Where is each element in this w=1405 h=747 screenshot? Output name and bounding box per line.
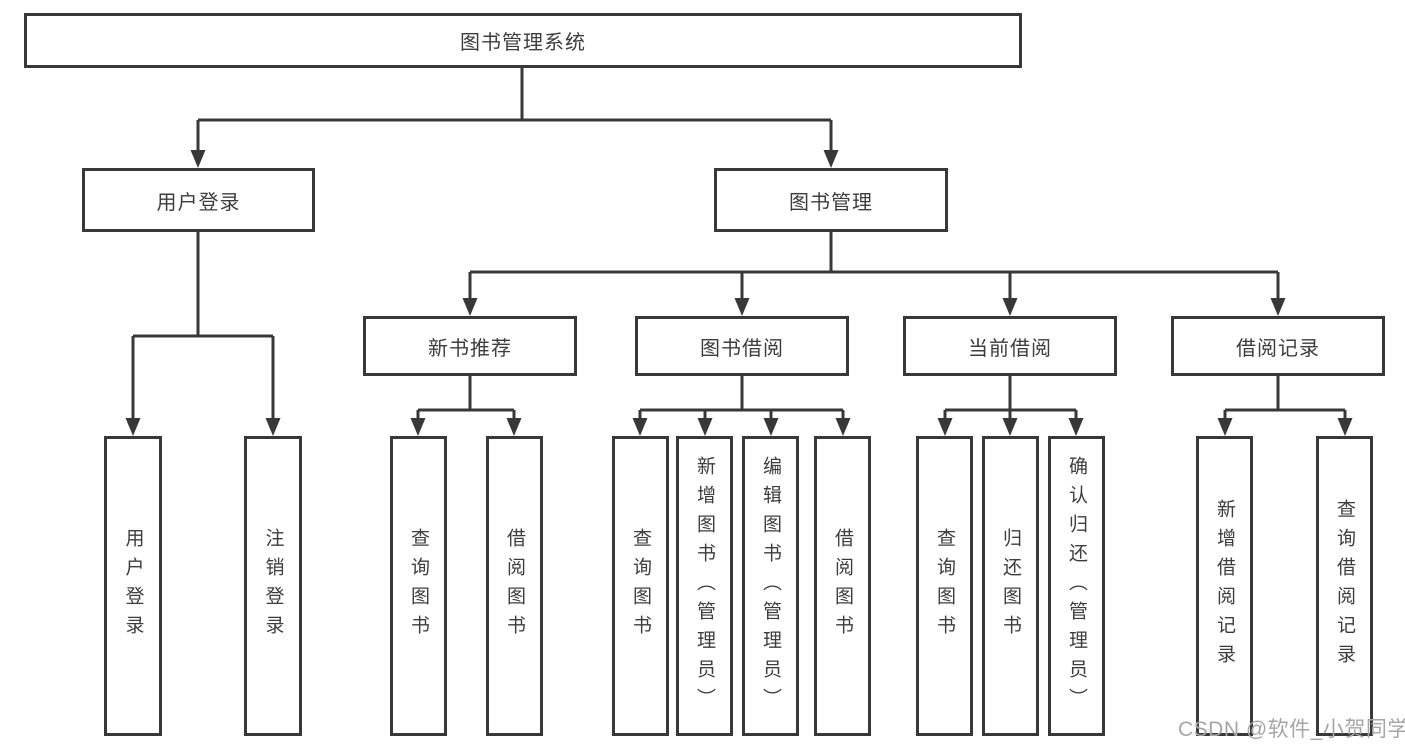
arrowhead-icon xyxy=(410,418,426,436)
node-current-borrowing: 当前借阅 xyxy=(903,316,1117,376)
leaf-borrow-books-borrow: 借阅图书 xyxy=(814,436,871,736)
arrowhead-icon xyxy=(835,418,851,436)
leaf-logout-login: 注销登录 xyxy=(244,436,302,736)
leaf-query-books-borrow: 查询图书 xyxy=(612,436,669,736)
node-book-borrowing: 图书借阅 xyxy=(635,316,849,376)
node-borrowing-records: 借阅记录 xyxy=(1171,316,1385,376)
arrowhead-icon xyxy=(1337,418,1353,436)
arrowhead-icon xyxy=(506,418,522,436)
arrowhead-icon xyxy=(190,150,206,168)
arrowhead-icon xyxy=(697,418,713,436)
arrowhead-icon xyxy=(1270,298,1286,316)
arrowhead-icon xyxy=(1217,418,1233,436)
leaf-confirm-return-admin: 确认归还（管理员） xyxy=(1048,436,1105,736)
leaf-borrow-books-recommend: 借阅图书 xyxy=(486,436,543,736)
arrowhead-icon xyxy=(265,418,281,436)
node-library-management-system: 图书管理系统 xyxy=(24,13,1022,68)
leaf-query-books-current: 查询图书 xyxy=(916,436,973,736)
arrowhead-icon xyxy=(1002,418,1018,436)
arrowhead-icon xyxy=(763,418,779,436)
arrowhead-icon xyxy=(823,150,839,168)
node-user-login: 用户登录 xyxy=(82,168,315,232)
arrowhead-icon xyxy=(462,298,478,316)
arrowhead-icon xyxy=(734,298,750,316)
node-new-book-recommendation: 新书推荐 xyxy=(363,316,577,376)
leaf-edit-book-admin: 编辑图书（管理员） xyxy=(742,436,799,736)
connector-path xyxy=(131,68,1347,418)
node-book-management: 图书管理 xyxy=(714,168,948,232)
arrowhead-icon xyxy=(1068,418,1084,436)
watermark: CSDN @软件_小贺同学 xyxy=(1178,718,1405,741)
arrowhead-icon xyxy=(632,418,648,436)
leaf-user-login: 用户登录 xyxy=(104,436,162,736)
arrowhead-icon xyxy=(1002,298,1018,316)
leaf-query-borrow-record: 查询借阅记录 xyxy=(1316,436,1373,736)
leaf-add-book-admin: 新增图书（管理员） xyxy=(676,436,733,736)
leaf-return-books: 归还图书 xyxy=(982,436,1039,736)
arrowhead-icon xyxy=(125,418,141,436)
arrowhead-icon xyxy=(937,418,953,436)
leaf-add-borrow-record: 新增借阅记录 xyxy=(1196,436,1253,736)
leaf-query-books-recommend: 查询图书 xyxy=(390,436,447,736)
